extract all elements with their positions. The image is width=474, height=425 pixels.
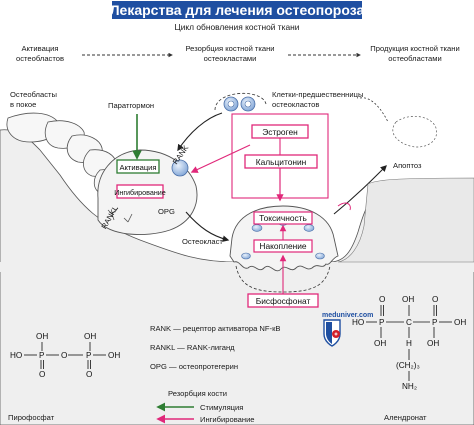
bone-lower	[0, 262, 474, 272]
svg-text:P: P	[86, 351, 92, 360]
svg-text:OH: OH	[454, 318, 466, 327]
svg-text:C: C	[406, 318, 412, 327]
svg-text:O: O	[86, 370, 92, 379]
svg-text:O: O	[39, 370, 45, 379]
calcitonin-box-text: Кальцитонин	[256, 157, 307, 167]
page-title: Лекарства для лечения остеопороза	[110, 2, 365, 18]
precursors-line1: Клетки-предшественницы	[272, 90, 363, 99]
svg-text:OH: OH	[84, 332, 96, 341]
svg-text:HO: HO	[10, 351, 22, 360]
svg-text:HO: HO	[352, 318, 364, 327]
precursor-cells	[223, 96, 256, 112]
svg-text:(CH₂)₃: (CH₂)₃	[396, 361, 420, 370]
cycle-step1-line1: Активация	[21, 44, 58, 53]
cycle-step2-line1: Резорбция костной ткани	[185, 44, 274, 53]
estrogen-inhibition-arrow	[190, 144, 251, 173]
return-arrow	[359, 97, 389, 123]
accumulation-box-text: Накопление	[259, 241, 307, 251]
legend-rank: RANK — рецептор активатора NF-кВ	[150, 324, 280, 333]
activation-box-text: Активация	[119, 163, 156, 172]
svg-text:OH: OH	[427, 339, 439, 348]
precursor-to-osteoblast-arrow	[177, 112, 223, 152]
alendronate-name: Алендронат	[384, 413, 427, 422]
apoptotic-cell-outline	[392, 115, 437, 148]
opg-label: OPG	[158, 207, 175, 216]
cycle-header: Цикл обновления костной ткани	[175, 22, 300, 32]
toxicity-box	[253, 211, 313, 225]
rankl-receptors	[107, 207, 133, 223]
legend-opg: OPG — остеопротегерин	[150, 362, 238, 371]
osteoblasts-rest-line1: Остеобласты	[10, 90, 57, 99]
cycle-step3-line1: Продукция костной ткани	[370, 44, 459, 53]
apoptosis-arrow	[333, 165, 387, 215]
cycle-step1-line2: остеобластов	[16, 54, 64, 63]
legend-rankl: RANKL — RANK-лиганд	[150, 343, 235, 352]
apoptosis-inhibition-link	[337, 202, 351, 211]
svg-text:OH: OH	[402, 295, 414, 304]
svg-text:O: O	[432, 295, 438, 304]
osteoblast-to-osteoclast-arrow	[185, 211, 230, 242]
osteoblasts-rest-line2: в покое	[10, 100, 36, 109]
bone-right-block	[337, 177, 474, 263]
svg-text:O: O	[61, 351, 67, 360]
svg-text:OH: OH	[36, 332, 48, 341]
osteoclast-label: Остеокласт	[182, 237, 223, 246]
precursors-line2: остеокластов	[272, 100, 319, 109]
svg-text:NH₂: NH₂	[402, 382, 417, 391]
cycle-step3-line2: остеобластами	[388, 54, 441, 63]
svg-text:P: P	[432, 318, 438, 327]
precursor-dashed-arc	[214, 93, 267, 111]
bisphosphonate-box	[247, 293, 319, 308]
estrogen-box-text: Эстроген	[262, 127, 298, 137]
inhibition-box-text: Ингибирование	[114, 188, 166, 197]
rank-cell	[171, 159, 189, 177]
toxicity-box-text: Токсичность	[259, 213, 307, 223]
calcitonin-box	[244, 154, 318, 169]
svg-text:OH: OH	[108, 351, 120, 360]
legend-resorption: Резорбция кости	[168, 389, 227, 398]
parathormone-label: Паратгормон	[108, 101, 154, 110]
legend-stimulation: Стимуляция	[200, 403, 243, 412]
inhibition-box	[116, 184, 164, 199]
bisphosphonate-box-text: Бисфосфонат	[256, 296, 311, 306]
svg-text:P: P	[39, 351, 45, 360]
title-banner	[112, 1, 362, 19]
activation-box	[116, 159, 160, 174]
pyrophosphate-structure: OH OH HO P O P OH O O	[10, 332, 120, 379]
svg-text:OH: OH	[374, 339, 386, 348]
apoptosis-label: Апоптоз	[393, 161, 422, 170]
svg-text:H: H	[406, 339, 412, 348]
bone-surface	[0, 129, 474, 425]
svg-text:O: O	[379, 295, 385, 304]
alendronate-structure: O OH O HO P C P OH OH H OH (CH₂)₃ NH₂	[352, 295, 466, 391]
legend-inhibition: Ингибирование	[200, 415, 255, 424]
watermark-text: meduniver.com	[322, 312, 373, 319]
cycle-step2-line2: остеокластами	[204, 54, 257, 63]
pyrophosphate-name: Пирофосфат	[8, 413, 55, 422]
meduniver-logo	[323, 319, 341, 347]
svg-text:P: P	[379, 318, 385, 327]
